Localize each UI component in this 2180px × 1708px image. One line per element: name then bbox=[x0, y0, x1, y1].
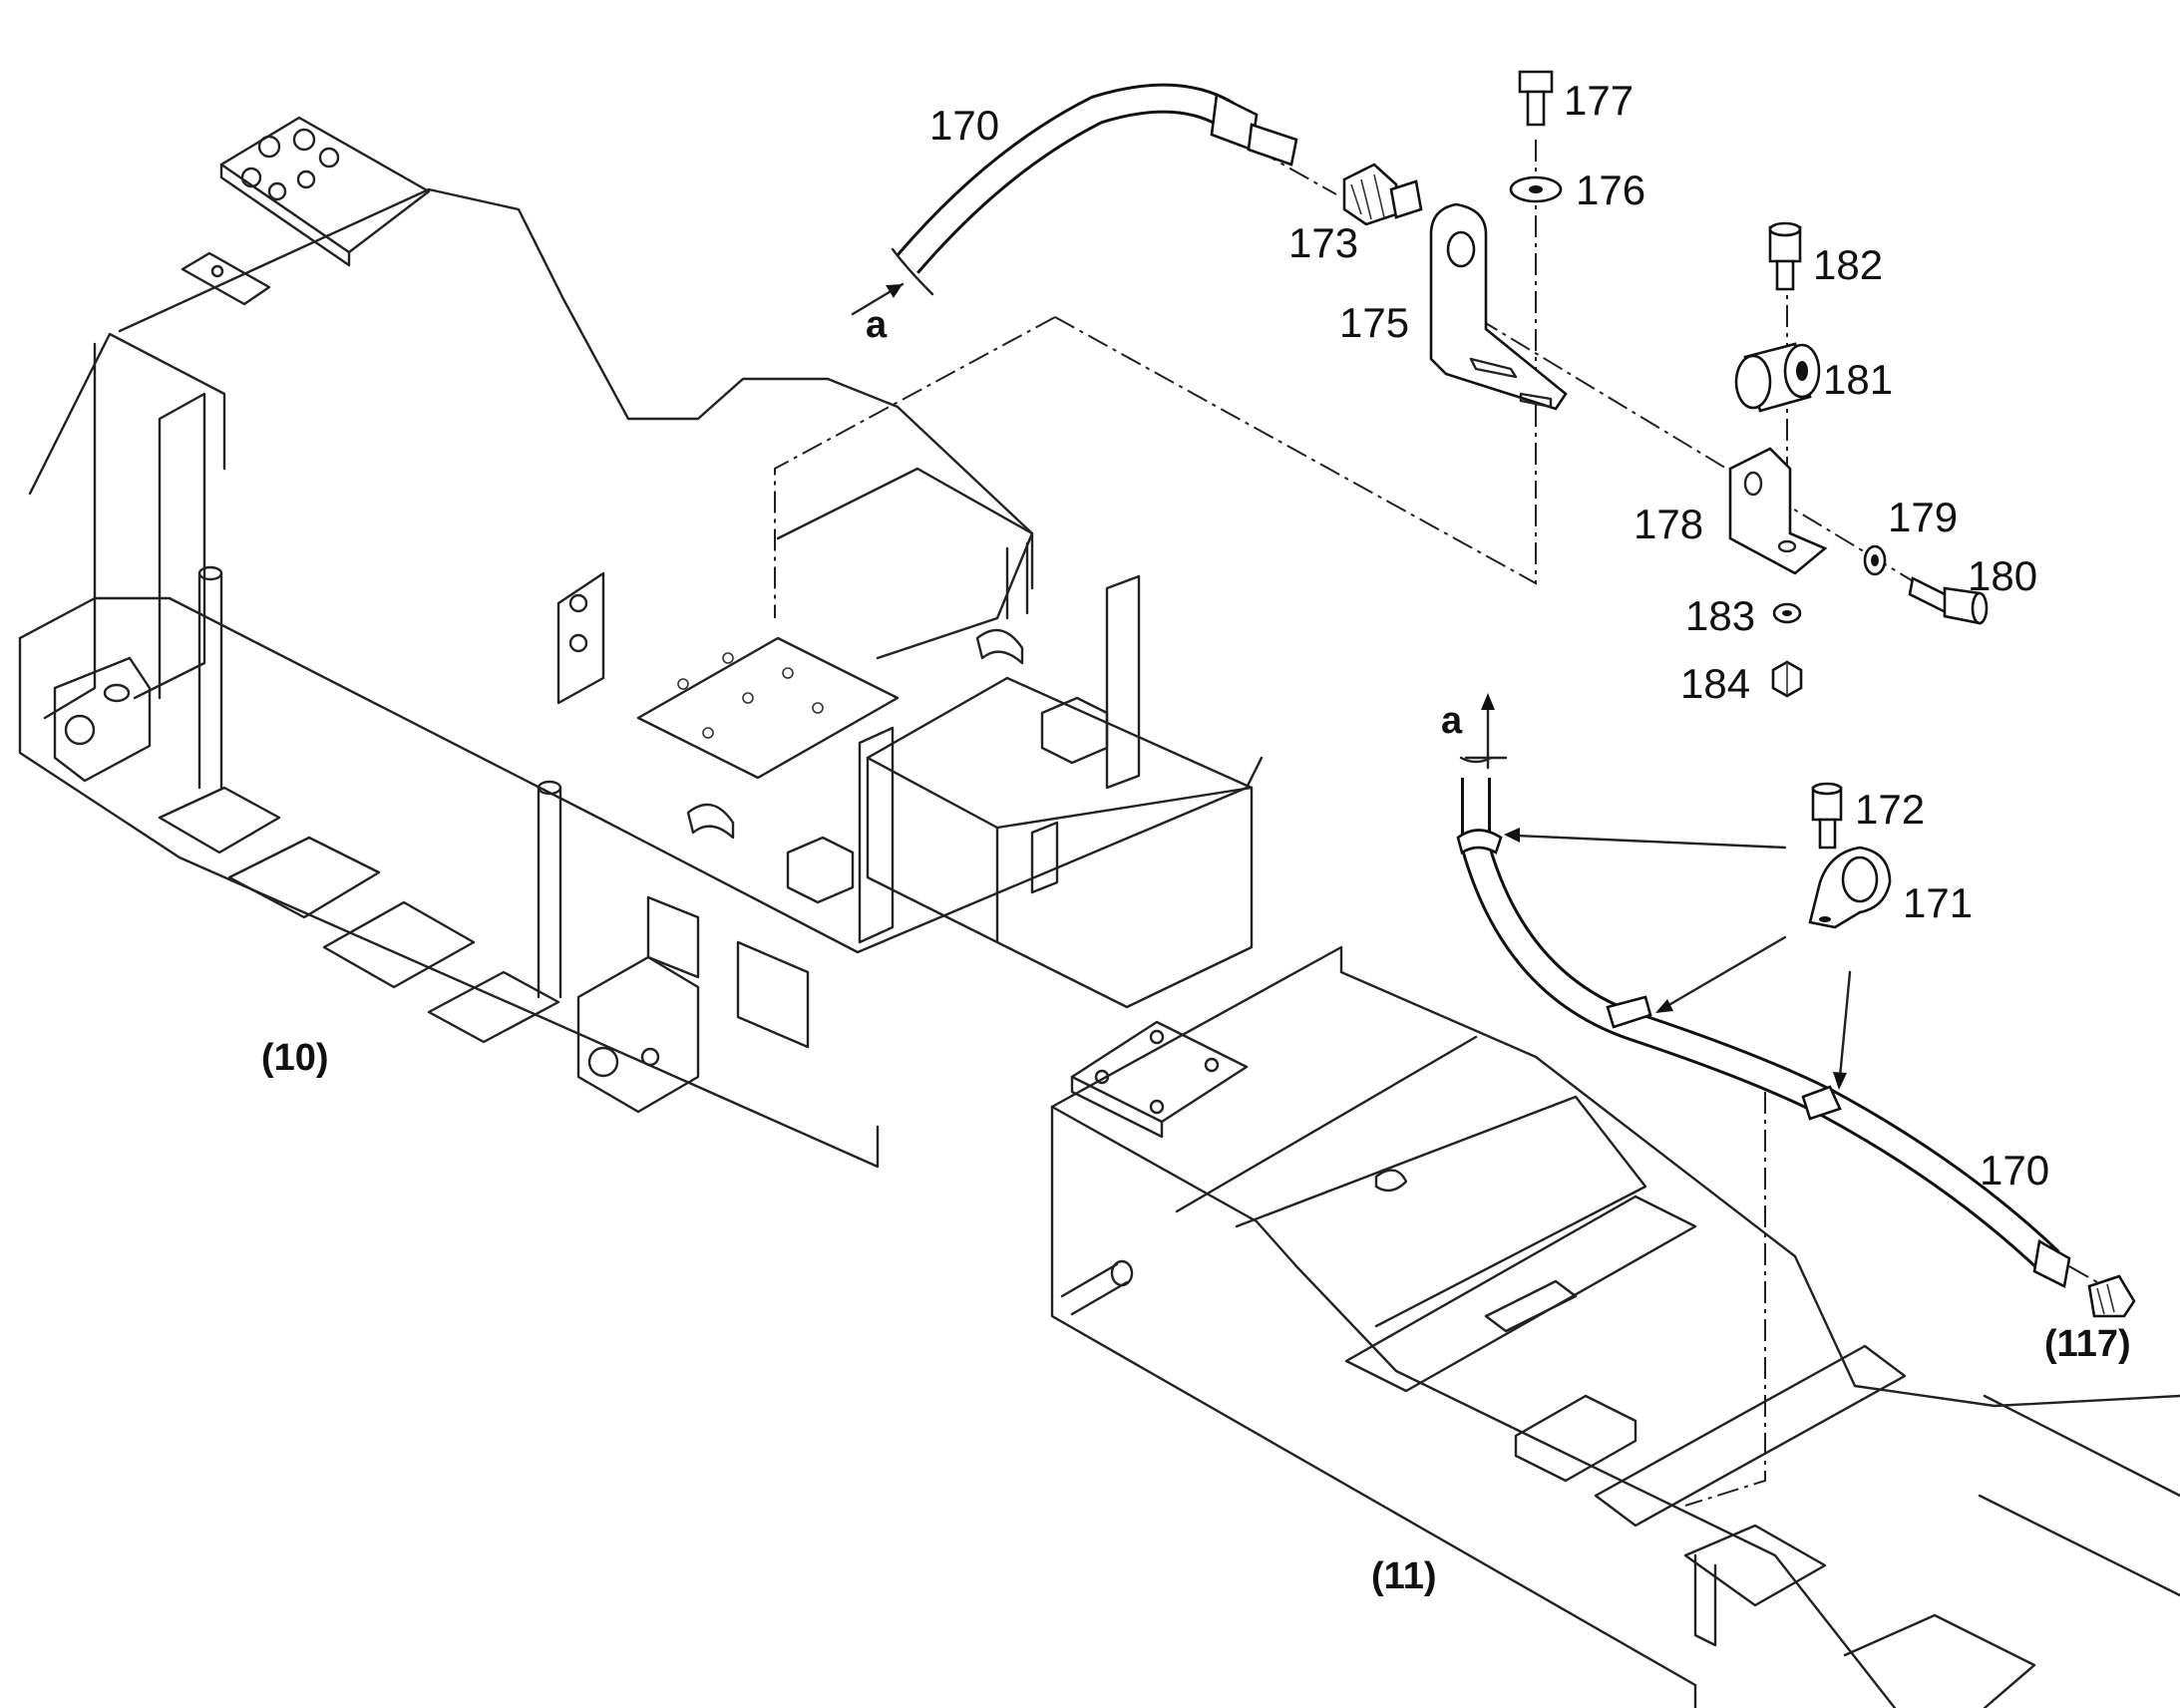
label-assembly-117: (117) bbox=[2044, 1323, 2131, 1365]
label-a-lower: a bbox=[1441, 700, 1463, 742]
label-assembly-11: (11) bbox=[1371, 1555, 1436, 1597]
label-182: 182 bbox=[1813, 241, 1883, 288]
label-172: 172 bbox=[1855, 786, 1925, 833]
label-170-upper: 170 bbox=[929, 102, 999, 149]
bracket-178 bbox=[1728, 447, 1828, 575]
label-179: 179 bbox=[1888, 494, 1958, 540]
bracket-175 bbox=[1429, 202, 1568, 411]
fitting-173 bbox=[1342, 163, 1423, 226]
screw-172 bbox=[1811, 782, 1843, 850]
label-184: 184 bbox=[1680, 660, 1750, 707]
label-183: 183 bbox=[1685, 592, 1755, 639]
screw-182 bbox=[1768, 221, 1802, 291]
frame-11 bbox=[1050, 945, 2180, 1708]
nut-184 bbox=[1771, 660, 1803, 698]
label-171: 171 bbox=[1903, 879, 1973, 926]
fitting-117 bbox=[2087, 1274, 2136, 1318]
leader-lines bbox=[774, 140, 2105, 1507]
label-170-lower: 170 bbox=[1980, 1147, 2049, 1194]
label-176: 176 bbox=[1576, 167, 1645, 213]
label-180: 180 bbox=[1968, 552, 2037, 599]
label-a-upper: a bbox=[866, 304, 888, 346]
label-173: 173 bbox=[1288, 219, 1358, 266]
pointer-arrows bbox=[1504, 828, 1852, 1090]
upper-hose-170 bbox=[851, 83, 1298, 316]
lower-hose-170 bbox=[1456, 693, 2071, 1288]
label-178: 178 bbox=[1634, 501, 1703, 547]
label-181: 181 bbox=[1823, 356, 1893, 403]
frame-10 bbox=[18, 116, 1264, 1169]
washer-179 bbox=[1863, 544, 1887, 576]
screw-180 bbox=[1908, 576, 1989, 625]
bolt-177 bbox=[1518, 70, 1554, 127]
washer-183 bbox=[1772, 602, 1802, 624]
label-177: 177 bbox=[1564, 77, 1634, 124]
washer-176 bbox=[1509, 175, 1563, 203]
clamp-171 bbox=[1808, 846, 1892, 929]
label-175: 175 bbox=[1339, 299, 1409, 346]
label-assembly-10: (10) bbox=[261, 1037, 329, 1079]
sleeve-181 bbox=[1734, 342, 1821, 413]
